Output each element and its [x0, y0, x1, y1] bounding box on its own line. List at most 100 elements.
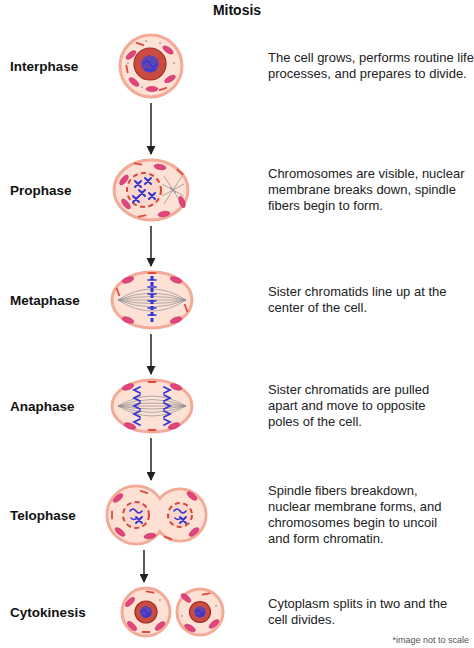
organelle-dot	[181, 615, 183, 617]
er-fragment	[165, 537, 172, 539]
er-fragment	[149, 272, 156, 274]
organelle-dot	[143, 619, 145, 621]
cytoplasm	[156, 491, 205, 540]
cell-membrane	[122, 588, 170, 636]
stage-cell: InterphaseThe cell grows, performs routi…	[118, 33, 184, 99]
organelle-dot	[215, 605, 217, 607]
mitochondrion	[128, 76, 141, 88]
chromosome	[136, 517, 142, 523]
spindle-fiber	[173, 184, 184, 190]
chromatid	[134, 387, 140, 393]
stage-cell: TelophaseSpindle fibers breakdown, nucle…	[106, 484, 208, 546]
organelle-dot	[138, 60, 140, 62]
cytoplasm	[109, 488, 164, 543]
spindle-fiber	[164, 190, 173, 204]
spindle-fiber	[118, 406, 186, 407]
mitochondrion	[121, 383, 134, 392]
spindle-fiber	[118, 403, 186, 406]
er-fragment	[185, 305, 187, 312]
mitochondrion	[123, 422, 136, 431]
chromatin	[142, 610, 151, 614]
chromatin-mass	[140, 606, 152, 618]
organelle-dot	[152, 616, 154, 618]
cell-illustration	[110, 270, 194, 330]
chromatin	[174, 509, 186, 513]
mitochondrion	[146, 86, 158, 91]
cell-illustration	[110, 378, 194, 434]
organelle-dot	[127, 62, 129, 64]
mitochondrion	[164, 74, 177, 85]
chromatid	[164, 419, 170, 425]
chromatin	[143, 615, 150, 616]
mitochondrion	[121, 276, 134, 285]
cell-illustration	[106, 484, 208, 546]
chromatin	[144, 61, 157, 67]
cell-membrane	[177, 589, 223, 635]
stage-name: Interphase	[10, 59, 78, 74]
chromosome	[148, 286, 156, 288]
organelle-dot	[149, 604, 151, 606]
organelle-dot	[202, 604, 204, 606]
cell-membrane	[120, 35, 182, 97]
chromatin	[145, 69, 155, 71]
chromatid	[164, 395, 170, 401]
mitochondrion	[154, 163, 167, 170]
chromatin-mass	[194, 606, 206, 618]
cell-membrane	[112, 272, 192, 328]
stage-description: Spindle fibers breakdown, nuclear membra…	[268, 483, 453, 547]
mitochondrion	[124, 596, 136, 608]
flow-arrow	[150, 226, 152, 266]
chromosome	[148, 300, 156, 302]
chromosome	[149, 193, 155, 199]
chromatid	[134, 411, 140, 417]
flow-arrow	[150, 103, 152, 154]
mitochondrion	[178, 195, 187, 208]
mitochondrion	[158, 210, 171, 217]
cell-membrane	[154, 489, 206, 541]
chromosome	[135, 181, 141, 187]
chromosome	[148, 293, 156, 295]
flow-arrow	[150, 334, 152, 374]
cell-membrane	[112, 380, 192, 432]
er-fragment	[135, 163, 142, 164]
er-fragment	[137, 43, 144, 45]
chromatid	[134, 395, 140, 401]
stage-cell: CytokinesisCytoplasm splits in two and t…	[120, 586, 224, 638]
chromosome	[180, 517, 186, 523]
organelle-dot	[146, 75, 148, 77]
chromatid	[164, 411, 170, 417]
mitochondrion	[154, 620, 167, 632]
cell-illustration	[120, 586, 224, 638]
er-fragment	[203, 593, 210, 594]
organelle-dot	[141, 86, 143, 88]
flow-arrow	[150, 438, 152, 480]
mitochondrion	[126, 620, 138, 632]
organelle-dot	[170, 187, 172, 189]
mitochondrion	[162, 44, 175, 55]
organelle-dot	[138, 609, 140, 611]
stage-name: Prophase	[10, 183, 72, 198]
chromosome	[139, 190, 145, 196]
chromosome	[133, 196, 139, 202]
nucleus	[134, 48, 166, 80]
mitochondrion	[125, 49, 138, 61]
mitochondrion	[208, 618, 221, 630]
chromosome-plate	[151, 276, 154, 324]
chromatin	[130, 509, 142, 513]
mitochondrion	[114, 526, 127, 538]
chromosome	[148, 279, 156, 281]
spindle-fiber	[118, 406, 186, 416]
er-fragment	[111, 512, 113, 519]
spindle-fiber	[118, 396, 186, 406]
stage-description: Sister chromatids line up at the center …	[268, 284, 474, 316]
mitochondrion	[180, 592, 193, 604]
chromatin-mass	[141, 55, 159, 73]
er-fragment	[177, 170, 182, 174]
stage-description: The cell grows, performs routine life pr…	[268, 50, 474, 82]
flow-arrow	[143, 550, 145, 582]
stage-description: Sister chromatids are pulled apart and m…	[268, 382, 458, 430]
er-fragment	[117, 289, 119, 296]
mitochondrion	[184, 623, 197, 634]
mitochondrion	[188, 526, 201, 538]
